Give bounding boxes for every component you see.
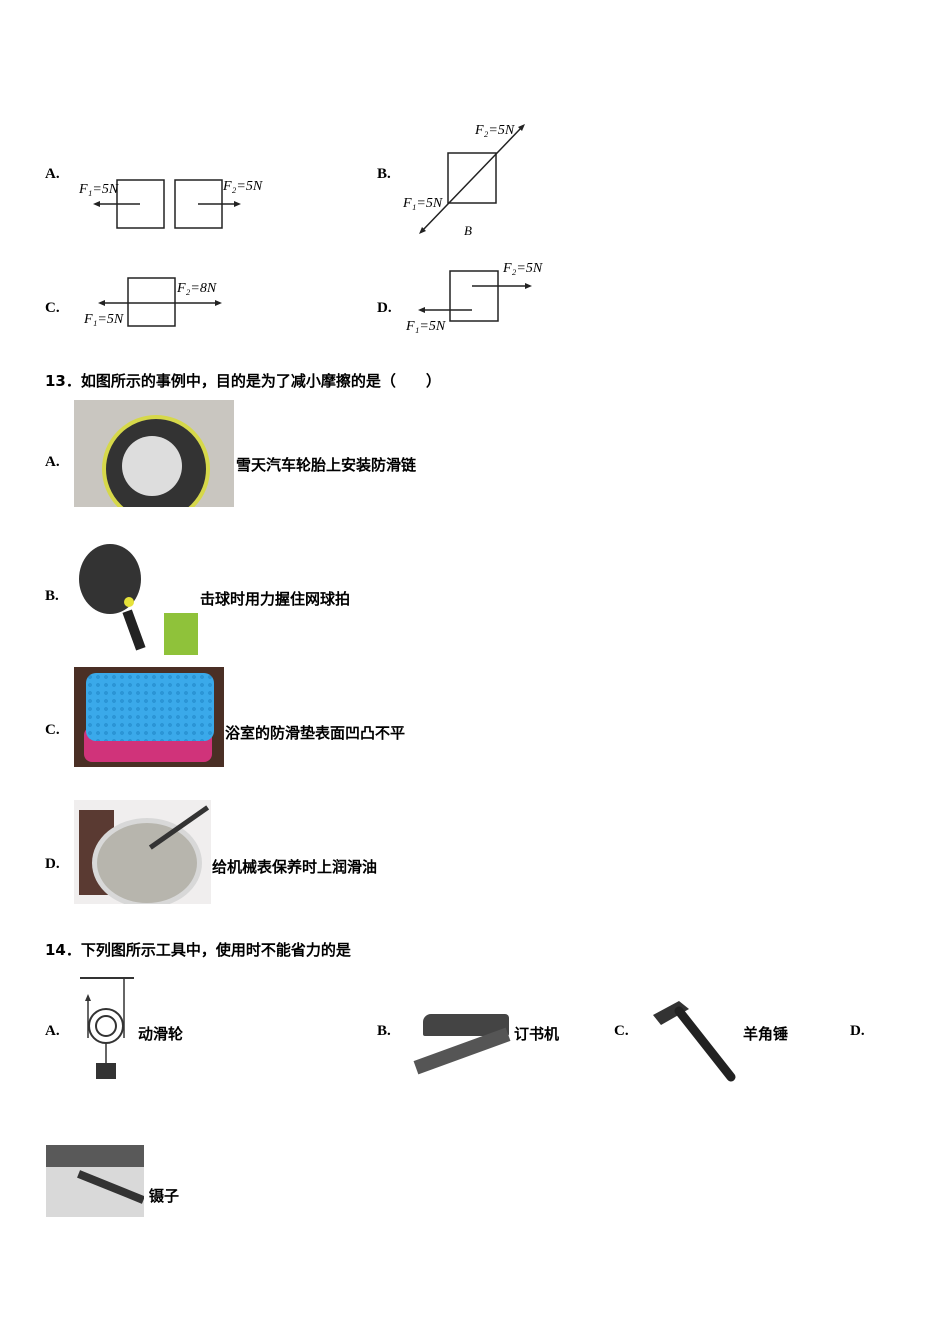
f2-label: F₂=5N: [222, 179, 263, 194]
svg-text:F₂=5N: F₂=5N: [474, 123, 515, 138]
f1-label: F₁=5N: [78, 182, 119, 197]
q12-option-a-diagram: F₁=5N F₂=5N: [78, 179, 263, 229]
q14-option-a-label: A.: [45, 1023, 60, 1039]
svg-text:B: B: [464, 223, 472, 238]
q13-option-d-text: 给机械表保养时上润滑油: [212, 858, 378, 876]
svg-text:F₂=5N: F₂=5N: [502, 261, 543, 276]
q14-option-b-text: 订书机: [514, 1025, 560, 1043]
q13-option-b-label: B.: [45, 588, 59, 604]
q12-option-d-label: D.: [377, 300, 392, 316]
q12-option-c-label: C.: [45, 300, 60, 316]
snow-chain-tire-image: [74, 400, 234, 507]
q13-stem: 13．如图所示的事例中，目的是为了减小摩擦的是（ ）: [45, 372, 441, 390]
q12-option-b-label: B.: [377, 166, 391, 182]
q13-option-a-label: A.: [45, 454, 60, 470]
q12-option-b-diagram: F₂=5N F₁=5N B: [402, 123, 525, 238]
svg-text:F₁=5N: F₁=5N: [83, 312, 124, 327]
q13-option-c-text: 浴室的防滑垫表面凹凸不平: [225, 724, 406, 742]
q14-option-b-label: B.: [377, 1023, 391, 1039]
mechanical-watch-image: [74, 800, 211, 904]
stapler-image: [405, 1008, 513, 1082]
q12-option-a-label: A.: [45, 166, 60, 182]
tennis-racket-image: [74, 535, 198, 655]
q12-option-d-diagram: F₂=5N F₁=5N: [405, 261, 543, 334]
q13-option-b-text: 击球时用力握住网球拍: [200, 590, 351, 608]
claw-hammer-image: [653, 1001, 736, 1082]
q13-option-d-label: D.: [45, 856, 60, 872]
q14-option-c-text: 羊角锤: [743, 1025, 789, 1043]
q14-stem: 14．下列图所示工具中，使用时不能省力的是: [45, 941, 351, 959]
q13-option-a-text: 雪天汽车轮胎上安装防滑链: [236, 456, 417, 474]
q14-option-d-label: D.: [850, 1023, 865, 1039]
q12-option-c-diagram: F₂=8N F₁=5N: [83, 277, 222, 327]
q14-option-a-text: 动滑轮: [138, 1025, 184, 1043]
tweezers-image: [46, 1145, 144, 1217]
bath-mat-image: [74, 667, 224, 767]
movable-pulley-image: [80, 977, 134, 1079]
svg-text:F₁=5N: F₁=5N: [405, 319, 446, 334]
q14-option-d-text: 镊子: [149, 1187, 180, 1205]
svg-text:F₂=8N: F₂=8N: [176, 281, 217, 296]
q14-option-c-label: C.: [614, 1023, 629, 1039]
q13-option-c-label: C.: [45, 722, 60, 738]
svg-text:F₁=5N: F₁=5N: [402, 196, 443, 211]
